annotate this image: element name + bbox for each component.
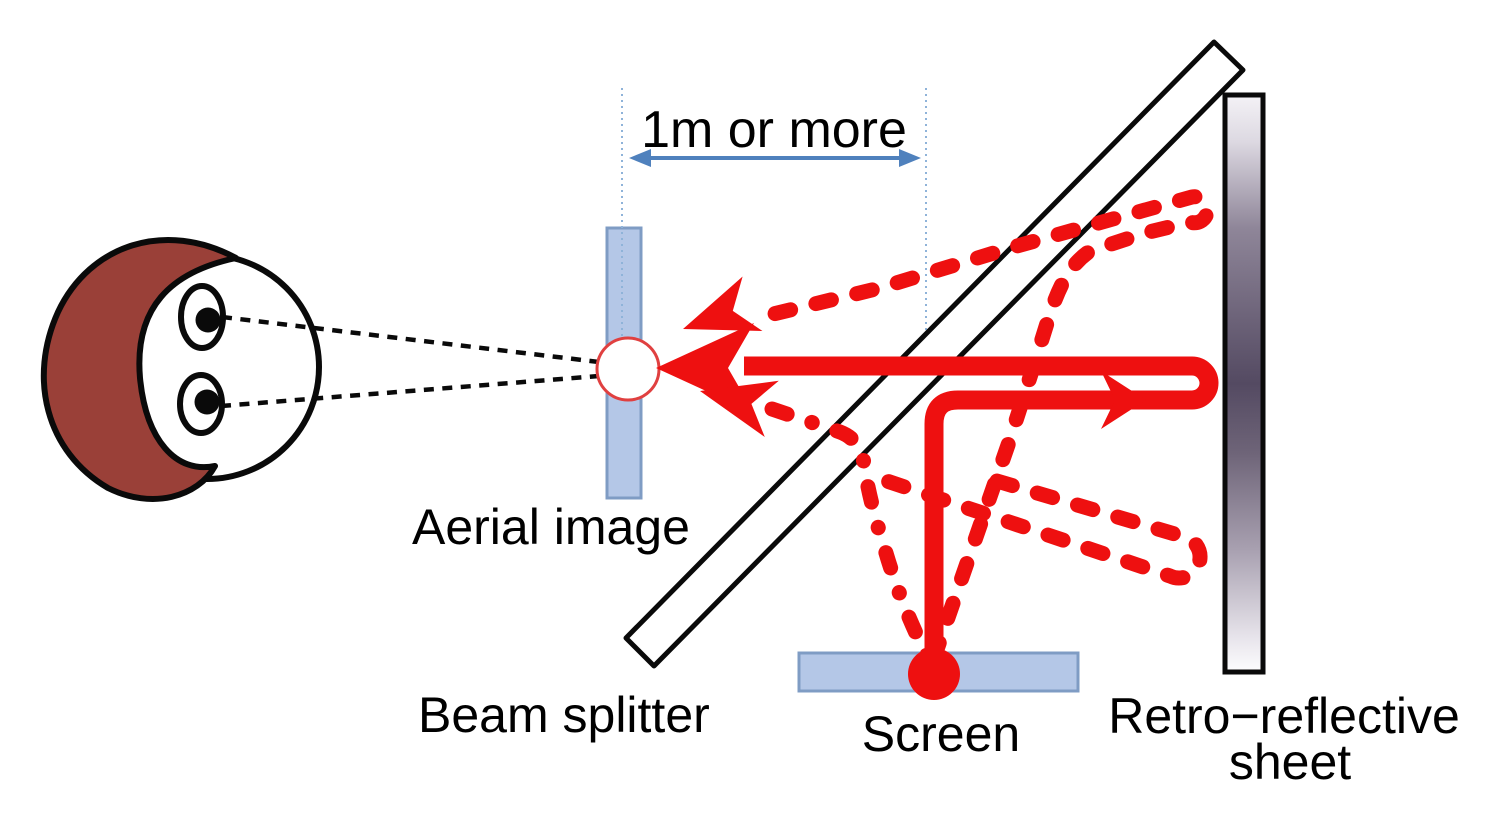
dimension-arrow <box>629 149 921 167</box>
head-hair <box>40 236 239 502</box>
dimension-arrowhead-right <box>899 149 921 167</box>
dimension-label: 1m or more <box>641 101 907 159</box>
ray-dashdot-lower <box>764 401 936 666</box>
beam-splitter-label: Beam splitter <box>418 687 710 743</box>
ray-dashed-lower-loop <box>858 466 1208 586</box>
lower-dashed-arrowhead <box>700 380 779 438</box>
retro-sheet-label-line1: Retro−reflective <box>1108 688 1460 744</box>
ray-solid-main <box>744 356 1219 658</box>
pupil-upper <box>195 307 221 333</box>
sight-line-lower <box>220 373 600 409</box>
screen-source-dot <box>908 648 960 700</box>
aerial-image-label: Aerial image <box>412 499 690 555</box>
viewer-head <box>40 236 322 502</box>
ray-dashed-upper-loop <box>749 189 1215 666</box>
pupil-lower <box>194 389 220 415</box>
sight-line-upper <box>221 314 600 365</box>
aerial-image-spot <box>595 336 661 402</box>
retro-sheet-label-line2: sheet <box>1229 734 1351 790</box>
upper-dashed-arrowhead <box>683 276 763 331</box>
retro-reflective-sheet <box>1222 92 1266 675</box>
dimension-arrowhead-left <box>629 149 651 167</box>
screen-label: Screen <box>862 706 1020 762</box>
mid-ray-arrowhead <box>1101 371 1146 429</box>
